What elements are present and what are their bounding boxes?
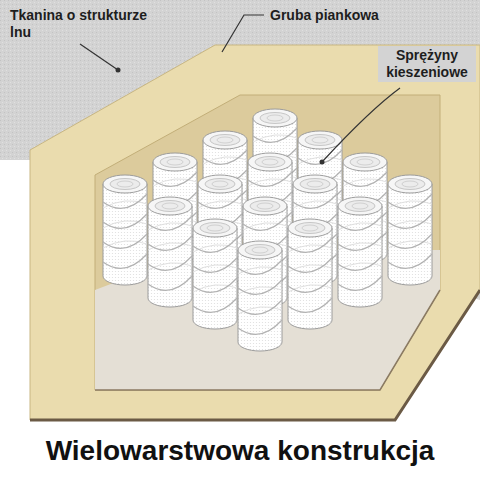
pocket-spring [238, 241, 282, 351]
leader-line [80, 44, 118, 70]
leader-dot [116, 68, 121, 73]
pocket-spring [288, 219, 332, 329]
leader-line [222, 15, 264, 52]
pocket-spring [388, 175, 432, 285]
leader-dot [320, 160, 325, 165]
callout-label: Tkanina o strukturze lnu [8, 6, 158, 42]
foam-block [30, 45, 480, 420]
callout-label: Sprężyny kieszeniowe [378, 46, 476, 82]
pocket-spring [148, 197, 192, 307]
pocket-spring [338, 197, 382, 307]
diagram-title: Wielowarstwowa konstrukcja [6, 434, 474, 468]
foam-inner-wall [95, 95, 440, 390]
spring-grid [103, 109, 432, 351]
leader-line [322, 88, 400, 162]
pocket-spring [193, 219, 237, 329]
pocket-spring [103, 175, 147, 285]
callout-label: Gruba piankowa [268, 6, 408, 25]
